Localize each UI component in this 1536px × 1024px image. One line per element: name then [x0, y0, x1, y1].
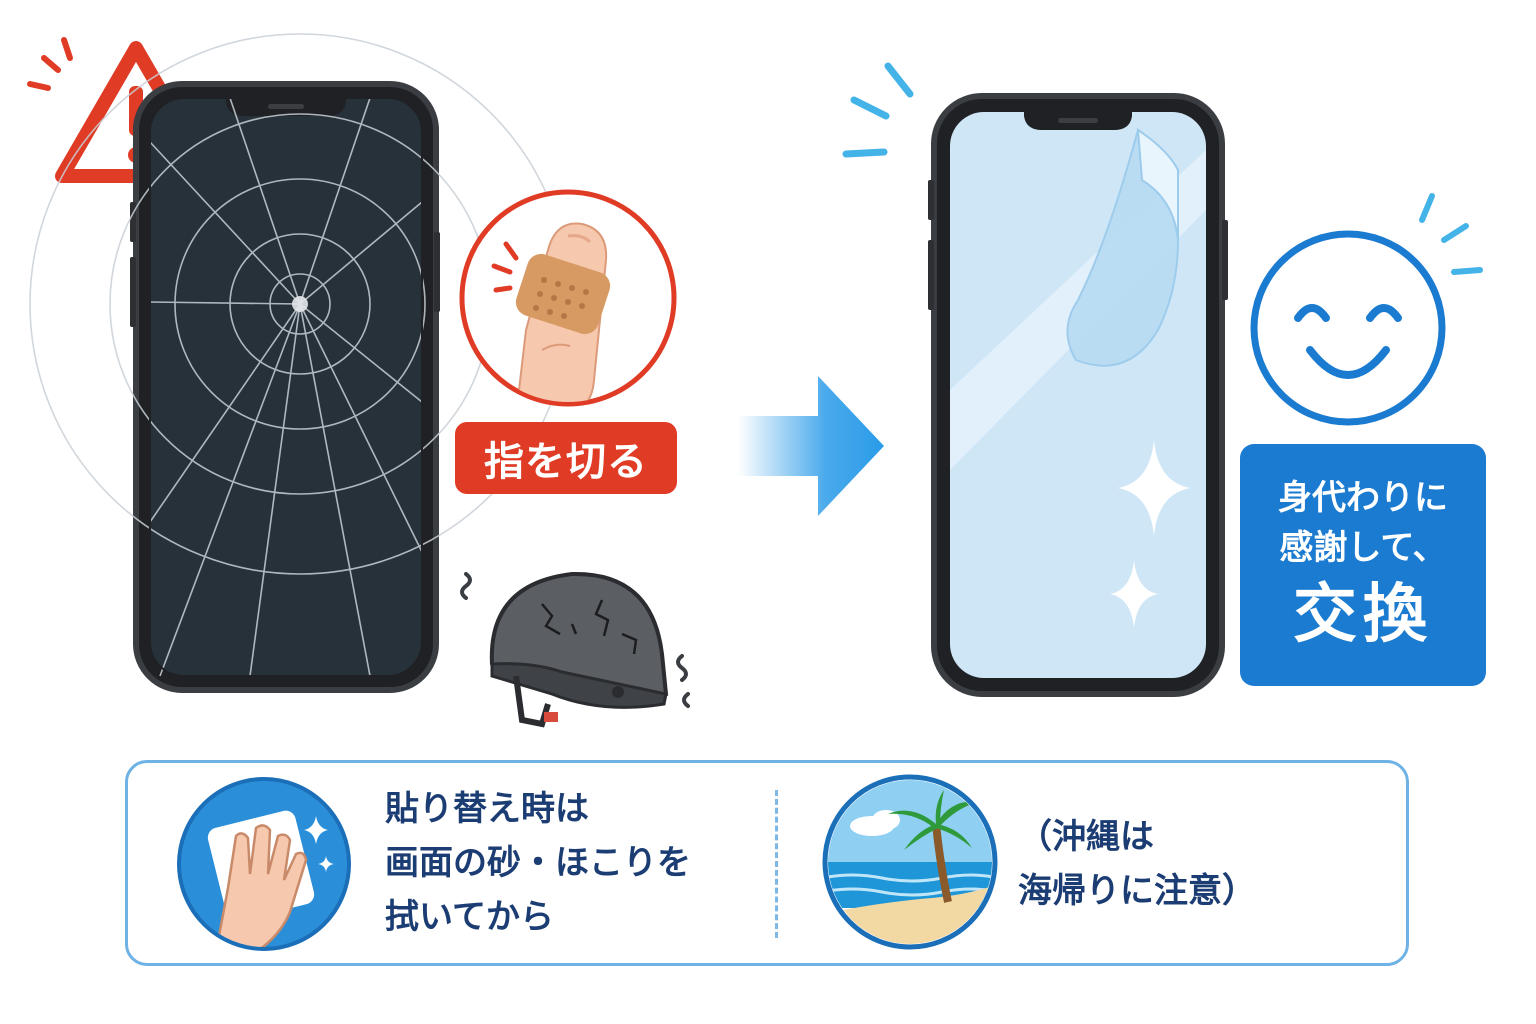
smiley-icon	[1250, 193, 1483, 426]
cracked-helmet-icon	[460, 571, 690, 728]
wipe-tip: 貼り替え時は 画面の砂・ほこりを 拭いてから	[385, 782, 691, 944]
okinawa-tip-line: 海帰りに注意）	[1018, 871, 1256, 911]
tips-divider	[775, 790, 778, 938]
wipe-tip-line: 画面の砂・ほこりを	[385, 843, 691, 883]
wipe-tip-line: 貼り替え時は	[385, 789, 589, 829]
cracked-phone	[29, 33, 571, 693]
sparkle-icon	[1110, 440, 1190, 628]
okinawa-tip-line: （沖縄は	[1018, 817, 1154, 857]
replace-label: 身代わりに 感謝して、 交換	[1240, 444, 1486, 686]
okinawa-tip: （沖縄は 海帰りに注意）	[1018, 810, 1256, 918]
new-phone	[928, 93, 1228, 697]
shine-lines	[842, 62, 914, 158]
bandaged-finger-icon	[459, 189, 677, 407]
replace-line1: 身代わりに	[1278, 478, 1448, 518]
beach-palm-icon	[822, 774, 998, 950]
wiping-hand-icon	[177, 777, 351, 951]
arrow-right-icon	[738, 376, 884, 516]
wipe-tip-line: 拭いてから	[385, 897, 554, 937]
cut-finger-label: 指を切る	[455, 422, 677, 494]
replace-line2: 感謝して、	[1279, 528, 1447, 568]
replace-line3: 交換	[1293, 578, 1433, 652]
